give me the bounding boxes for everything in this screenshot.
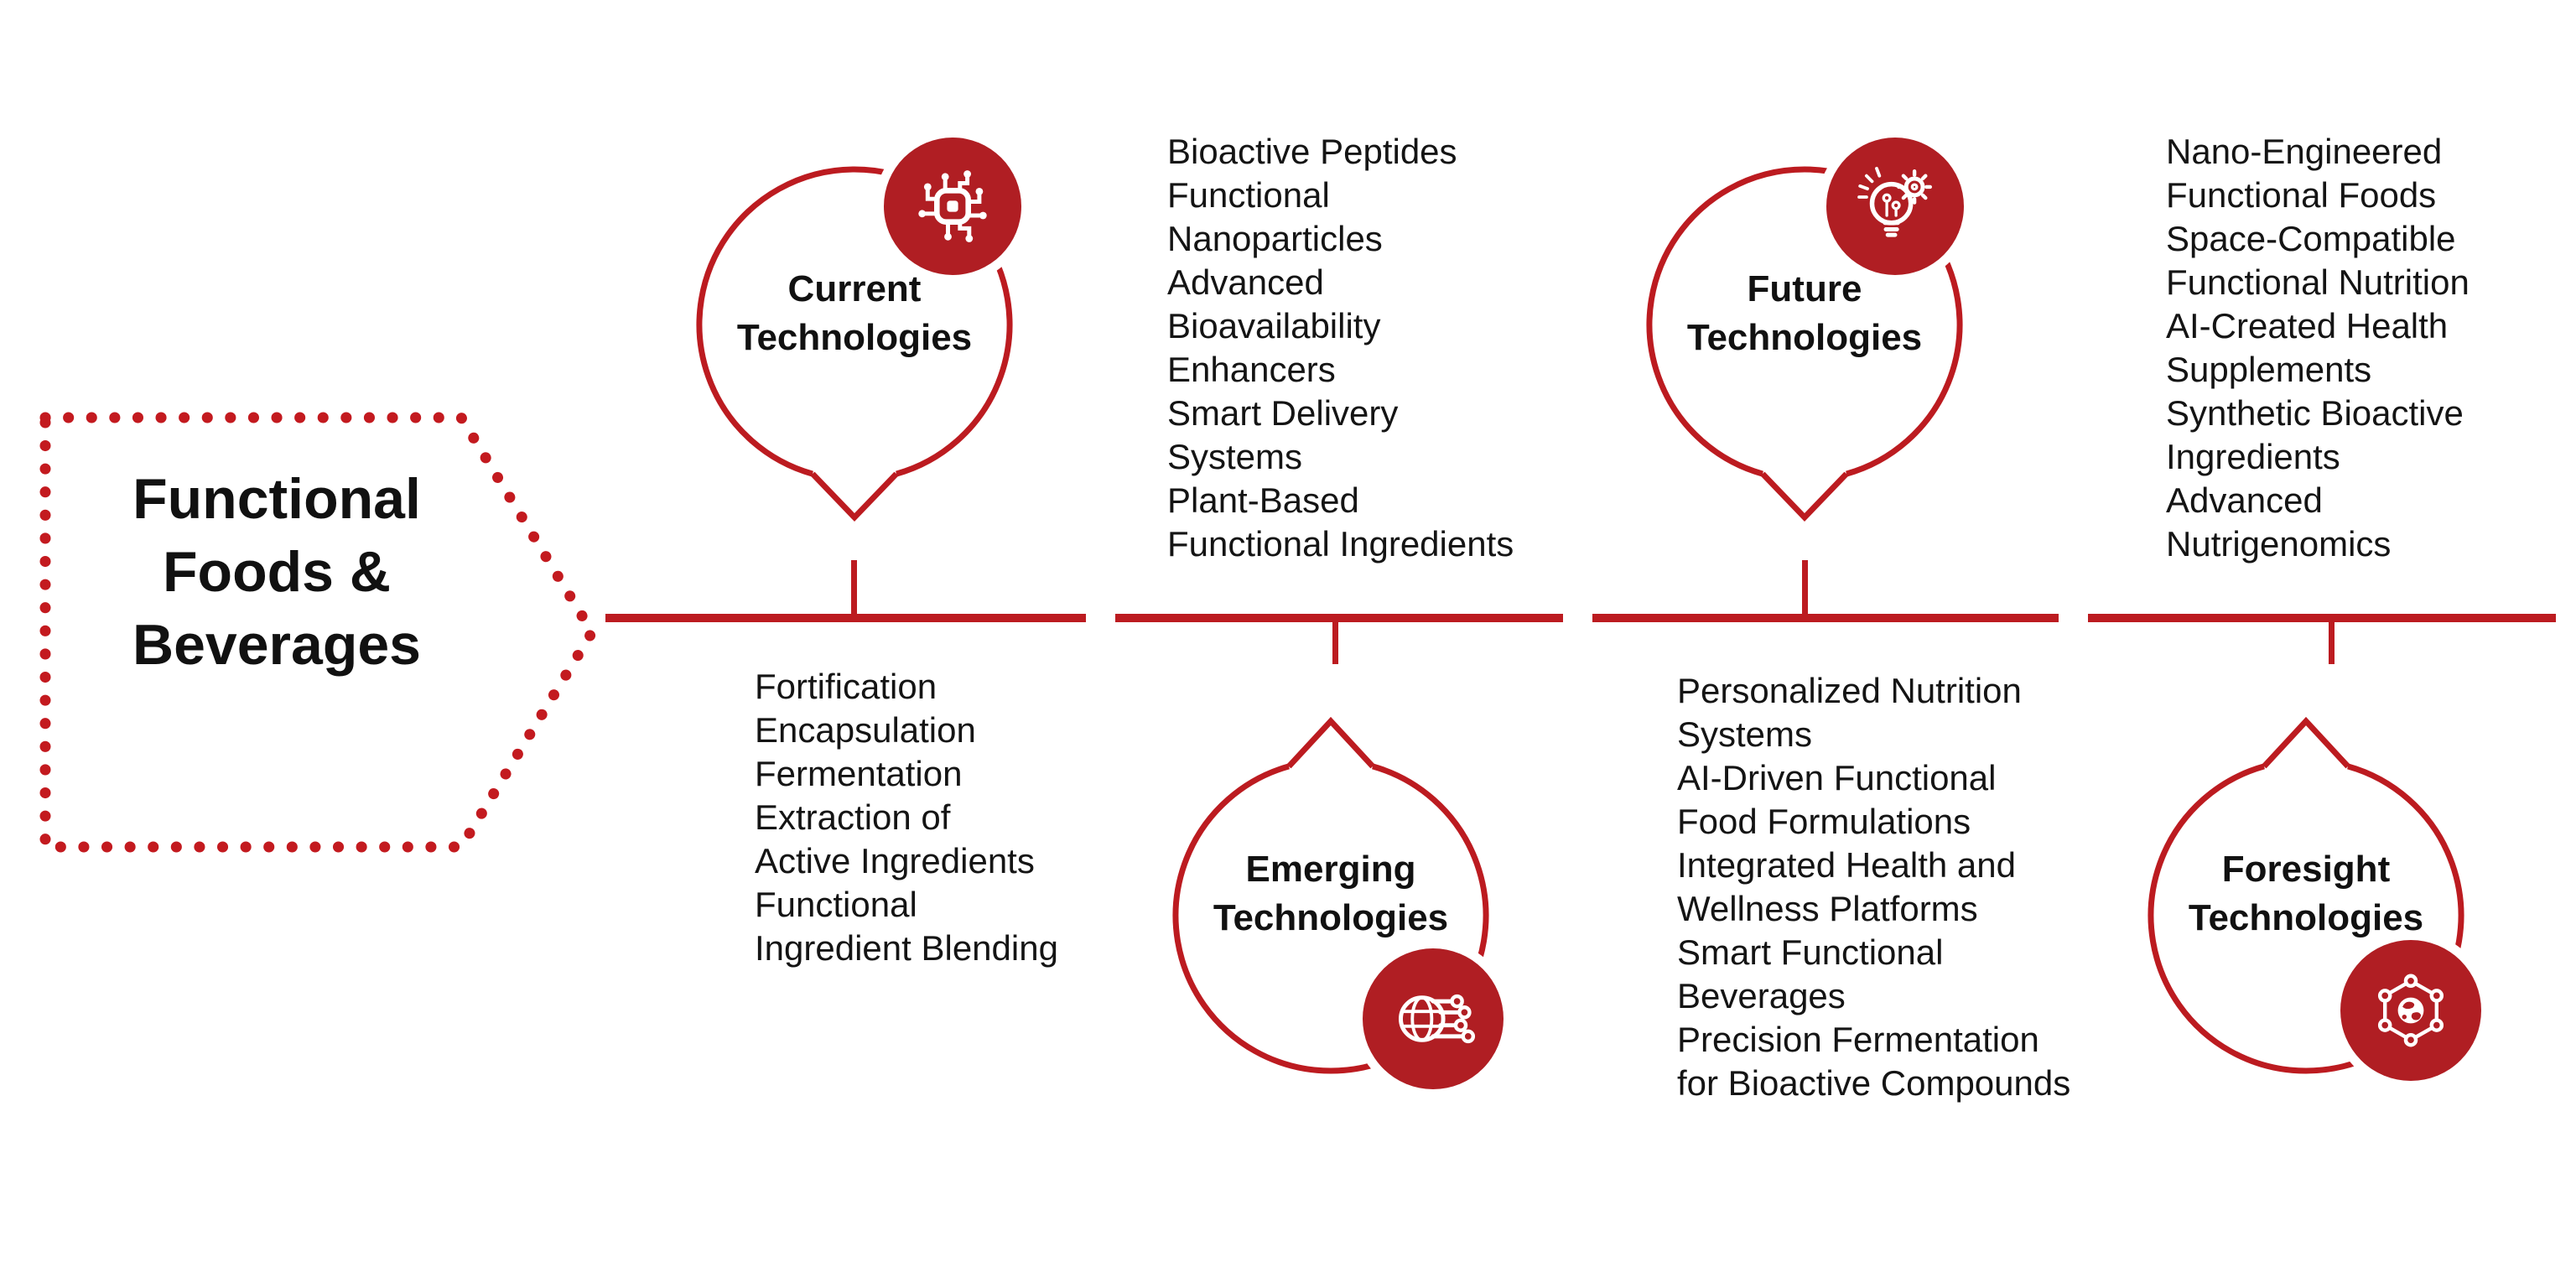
current-title: Current Technologies [736, 268, 973, 358]
timeline-segment-2 [1115, 614, 1563, 622]
balloon-emerging [1172, 716, 1513, 1098]
current-items-list: Fortification Encapsulation Fermentation… [755, 667, 1058, 968]
timeline-tick-up-future [1802, 560, 1808, 614]
balloon-foresight [2148, 716, 2490, 1090]
timeline-segment-3 [1592, 614, 2059, 622]
main-title: Functional Foods & Beverages [132, 467, 422, 677]
timeline-segment-4 [2088, 614, 2556, 622]
timeline-segment-1 [605, 614, 1086, 622]
timeline-tick-up-current [851, 560, 857, 614]
emerging-title: Emerging Technologies [1213, 849, 1449, 938]
balloon-tail [1760, 471, 1849, 522]
balloon-outline [1646, 166, 1963, 477]
timeline-tick-down-foresight [2329, 622, 2334, 664]
circuit-chip-icon [918, 170, 987, 242]
future-title: Future Technologies [1686, 268, 1923, 358]
balloon-tail [2262, 716, 2350, 769]
source-arrow-shape [39, 412, 598, 853]
current-icon-badge [875, 128, 1031, 284]
balloon-tail [810, 471, 899, 522]
bulb-gear-icon [1857, 166, 1933, 237]
future-icon-badge [1817, 128, 1973, 284]
foresight-icon-badge [2331, 931, 2490, 1090]
balloon-outline [2148, 763, 2464, 1074]
hex-globe-icon [2377, 974, 2444, 1047]
balloon-current [696, 128, 1031, 522]
foresight-items-list: Nano-Engineered Functional Foods Space-C… [2166, 132, 2470, 564]
future-items-list: Personalized Nutrition Systems AI-Driven… [1677, 671, 2071, 1103]
balloon-outline [696, 166, 1013, 477]
globe-network-icon [1399, 994, 1476, 1044]
timeline-tick-down-emerging [1332, 622, 1338, 664]
emerging-items-list: Bioactive Peptides Functional Nanopartic… [1167, 132, 1514, 564]
dotted-arrow-outline [39, 412, 598, 853]
foresight-title: Foresight Technologies [2188, 849, 2424, 938]
balloon-tail [1286, 716, 1375, 769]
balloon-future [1646, 128, 1973, 522]
emerging-icon-badge [1353, 939, 1513, 1098]
balloon-outline [1172, 763, 1489, 1074]
